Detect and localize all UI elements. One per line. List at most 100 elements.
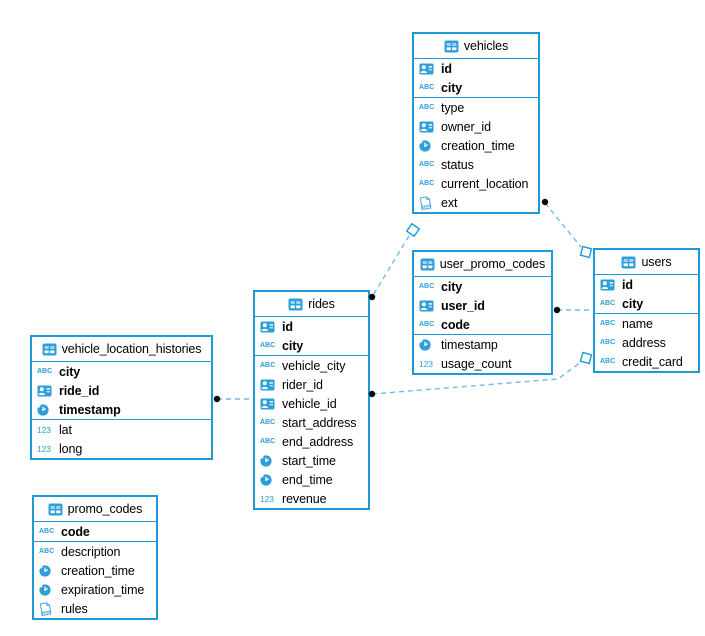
column-name: code <box>61 524 90 539</box>
abc-text-icon: ABC <box>260 342 278 349</box>
column-name: status <box>441 157 474 172</box>
column-city[interactable]: ABC city <box>255 336 368 355</box>
column-name: rider_id <box>282 377 323 392</box>
column-timestamp[interactable]: timestamp <box>32 400 211 419</box>
abc-text-icon: ABC <box>260 362 278 369</box>
table-title: vehicle_location_histories <box>61 342 202 356</box>
column-id[interactable]: id <box>414 59 538 78</box>
abc-glyph: ABC <box>419 283 435 290</box>
column-creation_time[interactable]: creation_time <box>34 561 156 580</box>
column-start_time[interactable]: start_time <box>255 451 368 470</box>
clock-icon <box>39 583 57 596</box>
table-title: rides <box>308 297 335 311</box>
abc-text-icon: ABC <box>419 84 437 91</box>
relation-endpoint-dot <box>553 306 561 314</box>
column-code[interactable]: ABC code <box>414 315 551 334</box>
id-card-icon <box>419 300 437 312</box>
column-name: city <box>59 364 81 379</box>
column-rider_id[interactable]: rider_id <box>255 375 368 394</box>
abc-glyph: ABC <box>419 180 435 187</box>
relation-vehicles-rides[interactable] <box>371 235 410 298</box>
column-name: end_address <box>282 434 354 449</box>
column-rules[interactable]: JSON rules <box>34 599 156 618</box>
table-header: user_promo_codes <box>414 252 551 277</box>
relation-endpoint-square <box>579 245 593 259</box>
column-name: city <box>622 296 644 311</box>
id-card-icon <box>600 279 618 291</box>
column-name: code <box>441 317 470 332</box>
abc-text-icon: ABC <box>419 321 437 328</box>
abc-glyph: ABC <box>260 342 276 349</box>
column-name: rules <box>61 601 88 616</box>
column-id[interactable]: id <box>255 317 368 336</box>
column-name: timestamp <box>441 337 498 352</box>
abc-glyph: ABC <box>39 548 55 555</box>
column-owner_id[interactable]: owner_id <box>414 117 538 136</box>
column-name: ext <box>441 195 458 210</box>
relation-endpoint-square <box>579 351 593 365</box>
relation-endpoint-square <box>405 222 421 238</box>
column-creation_time[interactable]: creation_time <box>414 136 538 155</box>
id-card-icon <box>419 121 437 133</box>
svg-text:JSON: JSON <box>41 609 52 615</box>
abc-glyph: ABC <box>260 362 276 369</box>
column-status[interactable]: ABC status <box>414 155 538 174</box>
column-id[interactable]: id <box>595 275 698 294</box>
column-name: vehicle_city <box>282 358 346 373</box>
abc-glyph: ABC <box>260 438 276 445</box>
column-user_id[interactable]: user_id <box>414 296 551 315</box>
column-end_address[interactable]: ABC end_address <box>255 432 368 451</box>
column-name: timestamp <box>59 402 121 417</box>
abc-text-icon: ABC <box>419 161 437 168</box>
column-end_time[interactable]: end_time <box>255 470 368 489</box>
abc-text-icon: ABC <box>260 438 278 445</box>
table-header: promo_codes <box>34 497 156 522</box>
clock-icon <box>37 403 55 416</box>
svg-text:JSON: JSON <box>421 203 432 209</box>
relation-vehicles-users[interactable] <box>544 202 582 248</box>
column-ride_id[interactable]: ride_id <box>32 381 211 400</box>
id-card-icon <box>260 398 278 410</box>
id-card-icon <box>37 385 55 397</box>
column-name: start_address <box>282 415 357 430</box>
numeric-123-icon: 123 <box>419 359 437 369</box>
column-name: city <box>282 338 304 353</box>
abc-text-icon: ABC <box>419 180 437 187</box>
abc-glyph: ABC <box>419 104 435 111</box>
column-timestamp[interactable]: timestamp <box>414 335 551 354</box>
column-ext[interactable]: JSON ext <box>414 193 538 212</box>
table-title: users <box>641 255 672 269</box>
column-vehicle_id[interactable]: vehicle_id <box>255 394 368 413</box>
table-icon <box>288 298 303 311</box>
column-vehicle_city[interactable]: ABC vehicle_city <box>255 356 368 375</box>
column-expiration_time[interactable]: expiration_time <box>34 580 156 599</box>
